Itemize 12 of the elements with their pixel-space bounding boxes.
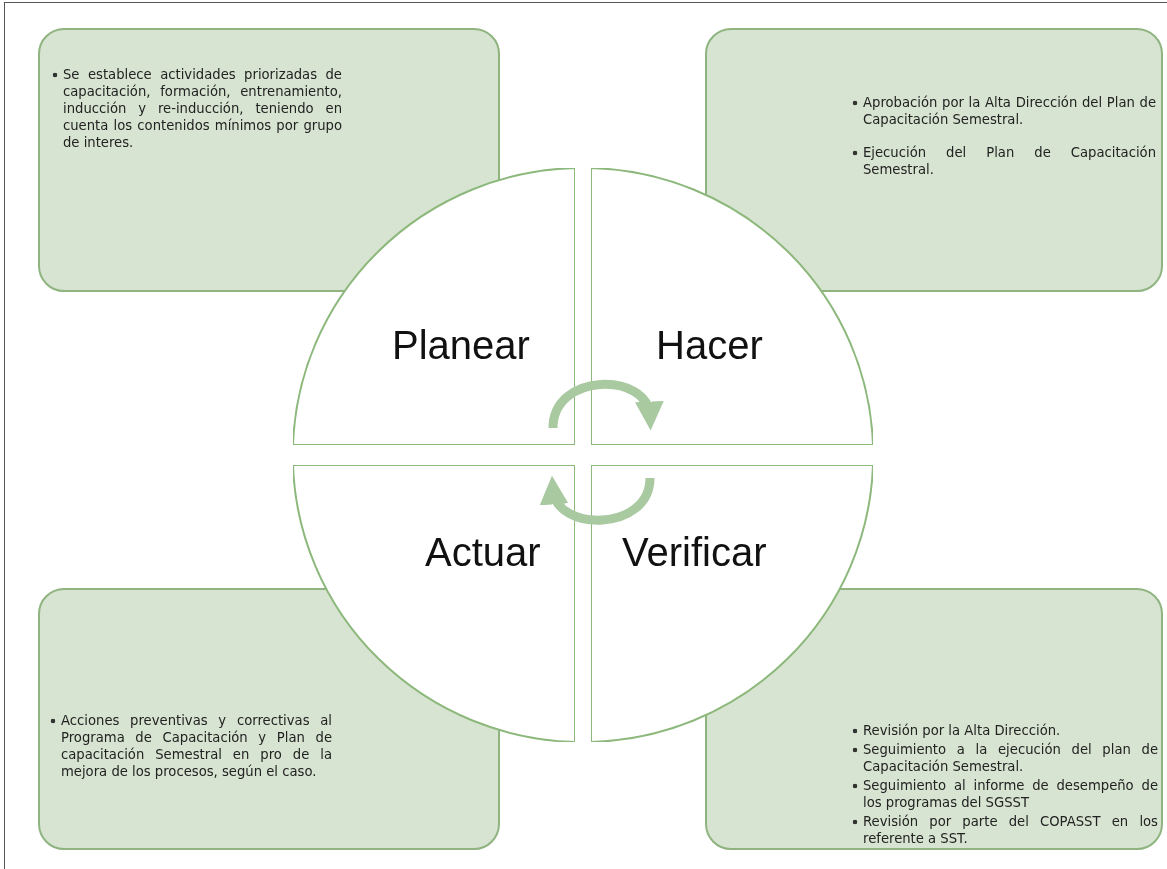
bullet-text: Aprobación por la Alta Dirección del Plan de Capacitación Semestral. [852,94,1156,128]
bullet-text: Seguimiento al informe de desempeño de los programas del SGSST [852,777,1158,811]
note-card [705,588,1163,850]
bullet-text: Seguimiento a la ejecución del plan de Capacitación Semestral. [852,741,1158,775]
phase-label: Planear [392,323,530,368]
bullet-text: Acciones preventivas y correctivas al Programa de Capacitación y Plan de capacitación Semestral en pro de la mejora de los procesos, según el caso. [50,712,332,780]
phase-label: Verificar [622,530,767,575]
cycle-arrow [548,380,661,431]
note-card [705,28,1163,292]
phase-label: Actuar [425,530,541,575]
phase-label: Hacer [656,323,763,368]
note-card [38,28,500,292]
